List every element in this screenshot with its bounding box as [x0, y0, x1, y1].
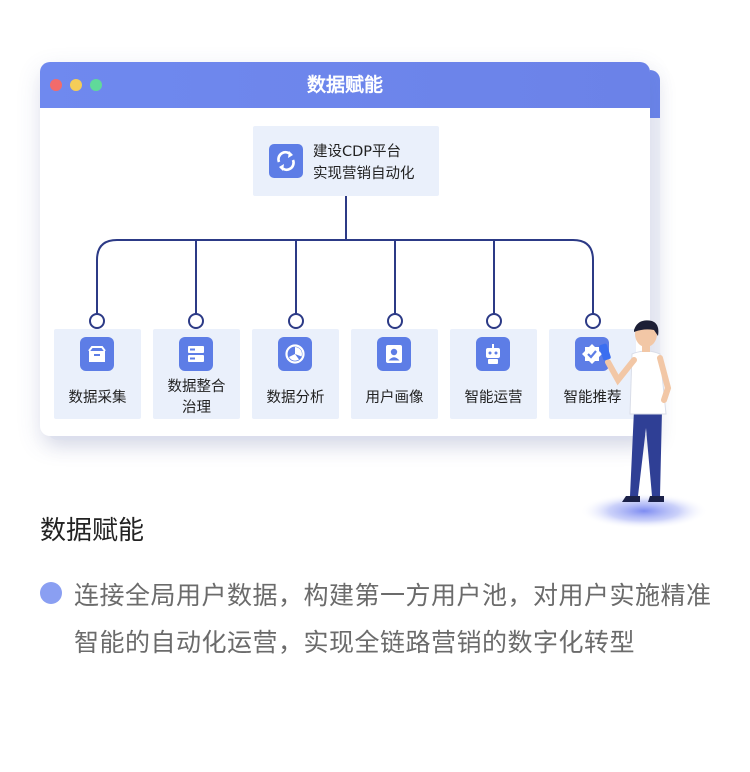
node-dot: [486, 313, 502, 329]
server-stack-icon: [179, 337, 213, 371]
root-label: 建设CDP平台 实现营销自动化: [313, 141, 415, 185]
person-with-phone-illustration: [580, 320, 708, 529]
node-dot: [387, 313, 403, 329]
child-label: 智能推荐: [563, 389, 622, 406]
child-label: 用户画像: [365, 389, 424, 406]
branch-rail: [96, 239, 594, 321]
window-shadow-titlebar: [648, 70, 660, 118]
close-dot-icon: [50, 79, 62, 91]
child-node-smart-recommendation: 智能推荐: [549, 329, 636, 419]
window-title: 数据赋能: [306, 74, 383, 96]
child-node-data-integration: 数据整合治理: [153, 329, 240, 419]
root-label-line2: 实现营销自动化: [313, 166, 415, 182]
root-node: 建设CDP平台 实现营销自动化: [253, 126, 439, 196]
user-profile-icon: [377, 337, 411, 371]
window-titlebar: 数据赋能: [40, 62, 650, 108]
robot-icon: [476, 337, 510, 371]
minimize-dot-icon: [70, 79, 82, 91]
section-description: 连接全局用户数据，构建第一方用户池，对用户实施精准智能的自动化运营，实现全链路营…: [74, 581, 712, 657]
child-node-user-profile: 用户画像: [351, 329, 438, 419]
node-dot: [585, 313, 601, 329]
root-label-line1: 建设CDP平台: [313, 144, 402, 160]
sync-arrows-icon: [269, 144, 303, 178]
node-dot: [188, 313, 204, 329]
node-dot: [288, 313, 304, 329]
child-label: 数据整合治理: [167, 379, 226, 416]
section-title: 数据赋能: [40, 516, 145, 546]
child-node-smart-operations: 智能运营: [450, 329, 537, 419]
child-label: 数据分析: [266, 389, 325, 406]
tree-connectors: [89, 196, 601, 329]
box-collect-icon: [80, 337, 114, 371]
maximize-dot-icon: [90, 79, 102, 91]
diagram-window: 数据赋能 建设CDP平: [40, 62, 650, 436]
badge-check-icon: [575, 337, 609, 371]
child-label: 数据采集: [68, 389, 127, 406]
child-node-data-analysis: 数据分析: [252, 329, 339, 419]
pie-chart-icon: [278, 337, 312, 371]
child-label: 智能运营: [464, 389, 523, 406]
bullet-dot-icon: [40, 582, 62, 604]
node-dot: [89, 313, 105, 329]
child-node-data-collection: 数据采集: [54, 329, 141, 419]
